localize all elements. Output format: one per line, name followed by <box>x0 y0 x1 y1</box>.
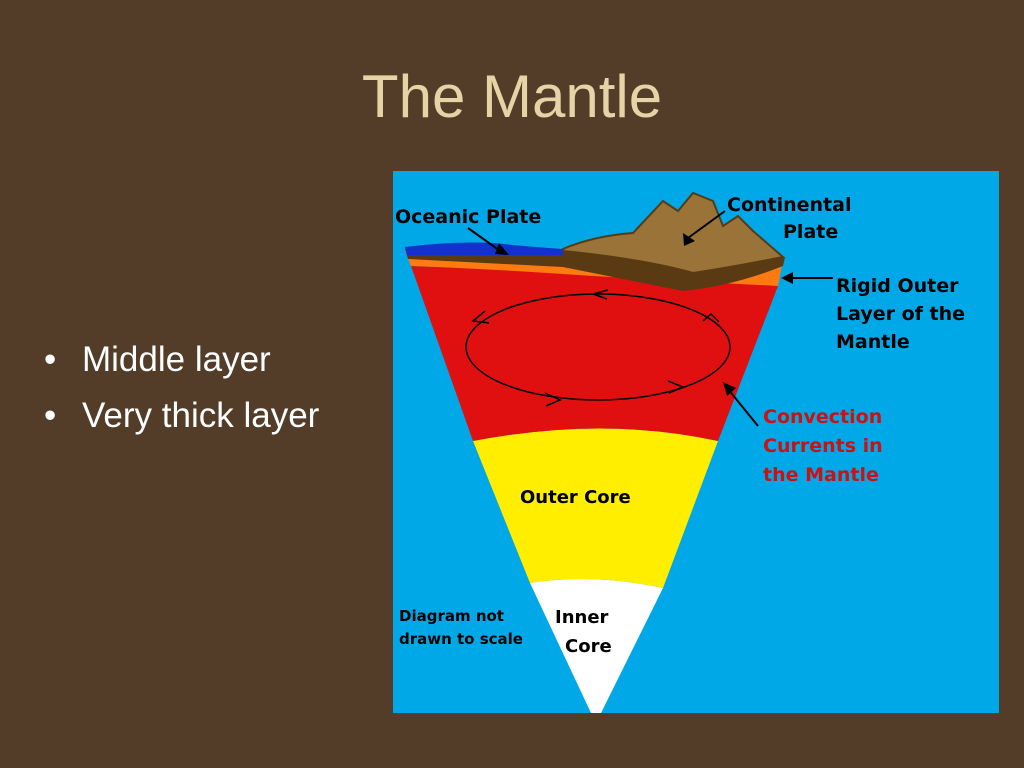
bullet-list: •Middle layer •Very thick layer <box>44 340 319 452</box>
scale-note-line1: Diagram not <box>399 607 504 625</box>
arrowhead-left <box>471 310 490 324</box>
bullet-text: Middle layer <box>82 340 271 379</box>
oceanic-plate-label: Oceanic Plate <box>395 206 541 228</box>
mantle-layer <box>411 266 778 441</box>
convection-label-line3: the Mantle <box>763 464 879 486</box>
bullet-text: Very thick layer <box>82 396 320 435</box>
scale-note-line2: drawn to scale <box>399 630 523 648</box>
diagram-svg: Oceanic Plate Continental Plate Rigid Ou… <box>393 171 999 713</box>
oceanic-arrowhead <box>495 243 509 255</box>
convection-label-line1: Convection <box>763 406 882 428</box>
bullet-item: •Very thick layer <box>44 396 320 435</box>
convection-pointer <box>727 388 759 427</box>
convection-arrowhead <box>723 382 736 396</box>
slide-title: The Mantle <box>361 63 663 130</box>
earth-layers-diagram: Oceanic Plate Continental Plate Rigid Ou… <box>393 171 999 713</box>
bullet-item: •Middle layer <box>44 340 271 379</box>
rigid-arrowhead <box>781 272 793 284</box>
crust-layer <box>405 249 785 291</box>
continental-label-line1: Continental <box>727 194 851 216</box>
outer-core-label: Outer Core <box>520 487 631 508</box>
outer-core-layer <box>473 428 718 588</box>
inner-core-layer <box>530 579 663 713</box>
rigid-label-line1: Rigid Outer <box>836 275 959 297</box>
continental-arrowhead <box>683 233 695 246</box>
arrowhead-top <box>590 289 609 300</box>
ocean-water <box>405 242 563 255</box>
continental-pointer <box>687 210 726 239</box>
rigid-label-line3: Mantle <box>836 331 910 353</box>
rigid-label-line2: Layer of the <box>836 303 965 325</box>
continent-shape <box>562 191 786 275</box>
continental-label-line2: Plate <box>783 221 838 243</box>
convection-label-line2: Currents in <box>763 435 883 457</box>
inner-core-label-line2: Core <box>565 636 612 657</box>
convection-loop <box>465 293 731 401</box>
arrowhead-bottom-right <box>667 380 685 394</box>
inner-core-label-line1: Inner <box>555 607 609 628</box>
arrowhead-bottom <box>544 392 562 407</box>
arrowhead-right <box>702 312 720 323</box>
